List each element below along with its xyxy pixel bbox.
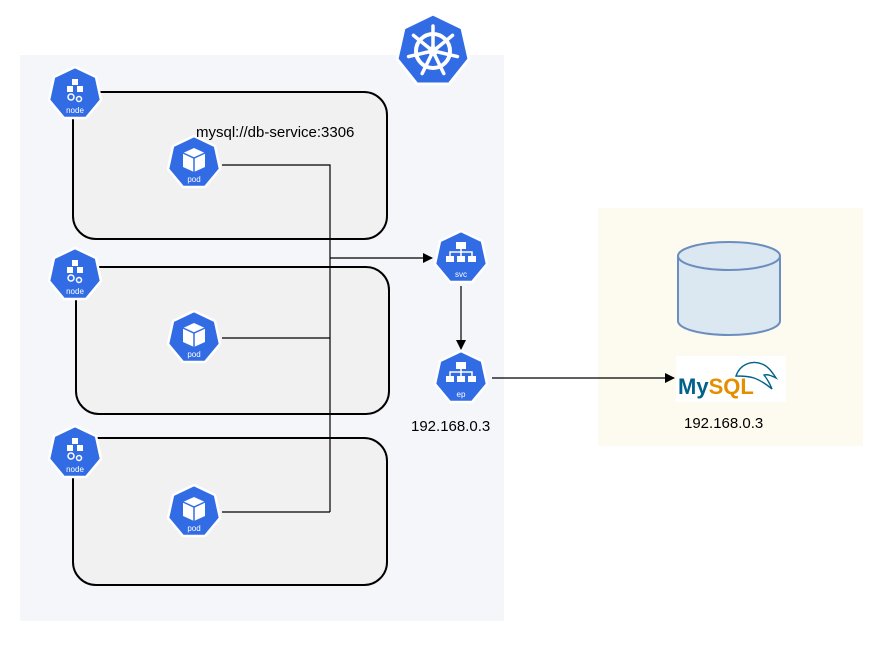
endpoint-ip-label: 192.168.0.3 bbox=[411, 418, 491, 435]
mysql-ip-label: 192.168.0.3 bbox=[684, 415, 764, 432]
endpoint-icon: ep bbox=[433, 349, 489, 404]
node-icon: node bbox=[47, 65, 103, 120]
kubernetes-logo-icon bbox=[395, 12, 471, 86]
pod-icon: pod bbox=[166, 134, 222, 189]
pod-icon: pod bbox=[166, 309, 222, 364]
node-icon: node bbox=[47, 424, 103, 479]
pod-label: pod bbox=[187, 350, 200, 359]
pod-label: pod bbox=[187, 175, 200, 184]
database-icon bbox=[677, 241, 781, 336]
service-icon: svc bbox=[433, 229, 489, 284]
node-label: node bbox=[66, 465, 84, 474]
endpoint-label: ep bbox=[457, 390, 466, 399]
mysql-logo-text: MySQL bbox=[678, 374, 754, 399]
pod-icon: pod bbox=[166, 483, 222, 538]
mysql-dolphin-icon: MySQL bbox=[678, 361, 779, 399]
node-icon: node bbox=[47, 246, 103, 301]
node-label: node bbox=[66, 287, 84, 296]
connection-string-label: mysql://db-service:3306 bbox=[196, 124, 355, 141]
mysql-logo: MySQL bbox=[676, 356, 786, 402]
service-label: svc bbox=[455, 270, 467, 279]
node-box-2 bbox=[75, 266, 390, 415]
node-box-1 bbox=[72, 91, 388, 240]
node-label: node bbox=[66, 106, 84, 115]
pod-label: pod bbox=[187, 524, 200, 533]
pod-to-service-connections bbox=[222, 164, 433, 513]
